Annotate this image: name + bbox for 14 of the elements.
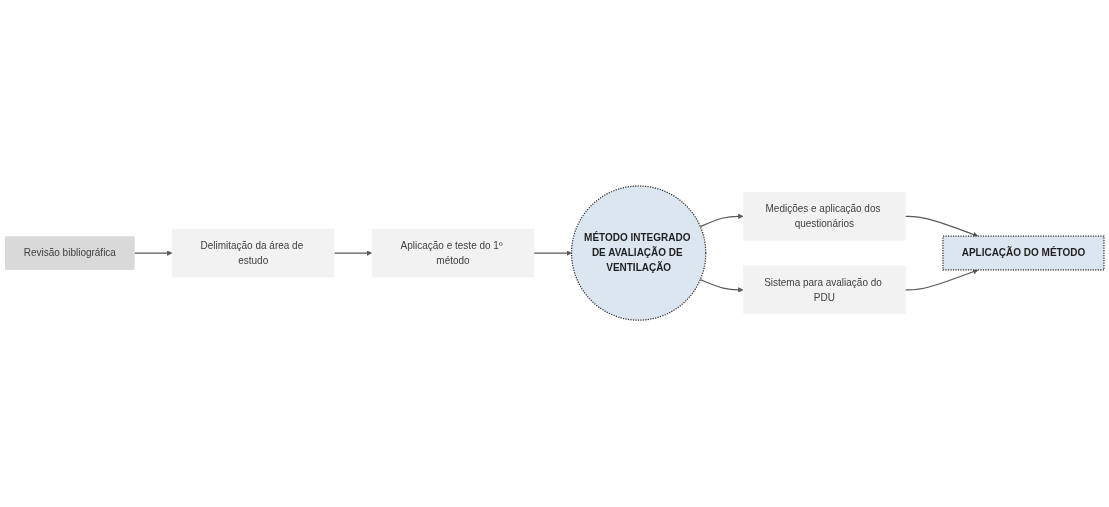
arrow — [333, 250, 373, 257]
node-box: Aplicação e teste do 1º método — [371, 229, 535, 278]
arrow — [699, 279, 744, 294]
node-box: Medições e aplicação dos questionários — [743, 192, 906, 241]
arrow — [533, 250, 572, 257]
arrow — [904, 269, 979, 291]
arrow — [134, 250, 173, 257]
node-box: Delimitação da área de estudo — [172, 229, 335, 278]
node-box: Revisão bibliográfica — [5, 236, 135, 271]
arrow — [699, 213, 744, 228]
node-box: Sistema para avaliação do PDU — [743, 266, 906, 315]
node-box: APLICAÇÃO DO MÉTODO — [942, 236, 1105, 271]
arrow — [904, 216, 979, 238]
node-circle: MÉTODO INTEGRADO DE AVALIAÇÃO DE VENTILAÇÃO — [570, 185, 707, 322]
